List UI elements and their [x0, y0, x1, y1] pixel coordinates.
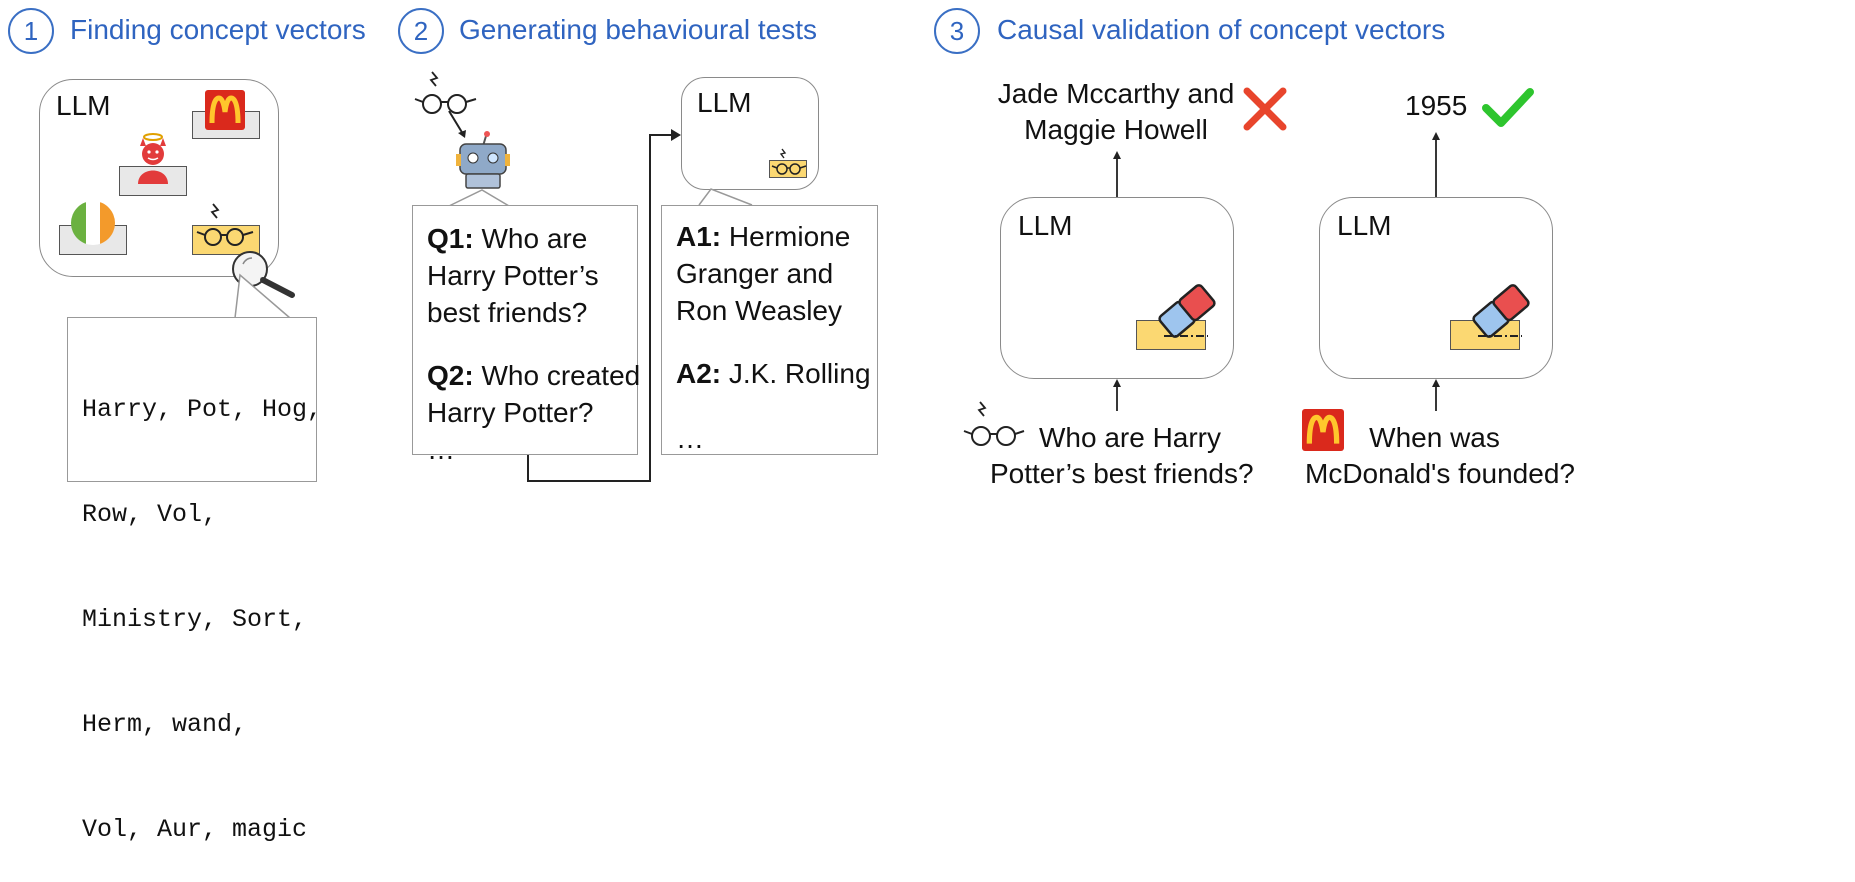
question-1: Q1: Who are — [427, 220, 640, 257]
answers-box — [661, 205, 878, 455]
q1-label: Q1: — [427, 223, 474, 254]
concept-slot-harry-potter — [192, 225, 260, 255]
questions-box — [412, 205, 638, 455]
checkmark-icon — [1482, 88, 1534, 127]
step-2-number: 2 — [398, 8, 444, 54]
left-input-line: Potter’s best friends? — [990, 458, 1254, 489]
robot-icon — [456, 131, 510, 189]
token-line: Row, Vol, — [82, 500, 218, 529]
right-input-arrow — [1432, 379, 1440, 411]
top-tokens-list: Harry, Pot, Hog, Row, Vol, Ministry, Sor… — [82, 322, 322, 882]
step-2-title: Generating behavioural tests — [459, 14, 817, 45]
mcdonalds-logo-icon — [1302, 409, 1344, 451]
left-output-arrow — [1113, 151, 1121, 197]
a2-text: J.K. Rolling — [728, 358, 871, 389]
token-line: Harry, Pot, Hog, — [82, 395, 323, 424]
answers-ellipsis: … — [676, 423, 704, 454]
left-input-question: Who are Harry Potter’s best friends? — [990, 420, 1254, 492]
step-3-number: 3 — [934, 8, 980, 54]
token-line: Vol, Aur, magic — [82, 815, 308, 844]
right-input-line: McDonald's founded? — [1305, 458, 1575, 489]
cross-icon — [1243, 87, 1287, 131]
harry-potter-glasses-icon — [963, 401, 1025, 446]
answers-callout-pointer — [698, 188, 753, 206]
questions-text: Q1: Who are Harry Potter’s best friends?… — [427, 220, 640, 468]
harry-potter-glasses-icon — [196, 203, 254, 246]
right-output-answer: 1955 — [1405, 90, 1468, 121]
right-output-arrow — [1432, 132, 1440, 198]
a1-line: Granger and — [676, 258, 834, 289]
q2-label: Q2: — [427, 360, 474, 391]
top-tokens-box — [67, 317, 317, 482]
q2-line: Who created — [481, 360, 641, 391]
eraser-icon — [1472, 284, 1530, 338]
right-input-line: When was — [1369, 422, 1500, 453]
harry-potter-glasses-icon — [414, 71, 477, 114]
left-input-line: Who are Harry — [1038, 422, 1222, 453]
token-callout-pointer — [234, 273, 291, 319]
llm-label-right: LLM — [1337, 210, 1392, 241]
ireland-flag-icon — [71, 201, 115, 245]
left-output-answer: Jade Mccarthy and Maggie Howell — [995, 76, 1237, 148]
llm-label-panel-1: LLM — [56, 90, 111, 121]
q1-line: Harry Potter’s — [427, 260, 599, 291]
token-line: Ministry, Sort, — [82, 605, 308, 634]
answer-2: A2: J.K. Rolling — [676, 355, 871, 392]
a1-line: Hermione — [728, 221, 851, 252]
llm-label-panel-2: LLM — [697, 87, 752, 118]
a1-line: Ron Weasley — [676, 295, 843, 326]
right-input-question: When was McDonald's founded? — [1305, 420, 1575, 492]
left-input-arrow — [1113, 379, 1121, 411]
question-2: Q2: Who created — [427, 357, 640, 394]
left-output-line: Maggie Howell — [1024, 114, 1208, 145]
answers-text: A1: Hermione Granger and Ron Weasley A2:… — [676, 218, 871, 457]
angel-devil-icon — [138, 133, 168, 184]
step-1-number: 1 — [8, 8, 54, 54]
harry-potter-glasses-icon — [771, 148, 807, 175]
q1-line: best friends? — [427, 297, 588, 328]
step-3-title: Causal validation of concept vectors — [997, 14, 1446, 45]
step-1-title: Finding concept vectors — [70, 14, 366, 45]
answer-1: A1: Hermione — [676, 218, 871, 255]
questions-to-llm-arrow — [527, 129, 681, 482]
a2-label: A2: — [676, 358, 722, 389]
questions-ellipsis: … — [427, 434, 455, 465]
q1-line: Who are — [481, 223, 588, 254]
token-line: Herm, wand, — [82, 710, 248, 739]
a1-label: A1: — [676, 221, 722, 252]
mcdonalds-logo-icon — [205, 90, 245, 130]
glasses-to-robot-arrow — [448, 110, 466, 138]
questions-callout-pointer — [448, 189, 510, 207]
q2-line: Harry Potter? — [427, 397, 594, 428]
eraser-icon — [1158, 284, 1216, 338]
llm-label-left: LLM — [1018, 210, 1073, 241]
left-output-line: Jade Mccarthy and — [997, 78, 1235, 109]
